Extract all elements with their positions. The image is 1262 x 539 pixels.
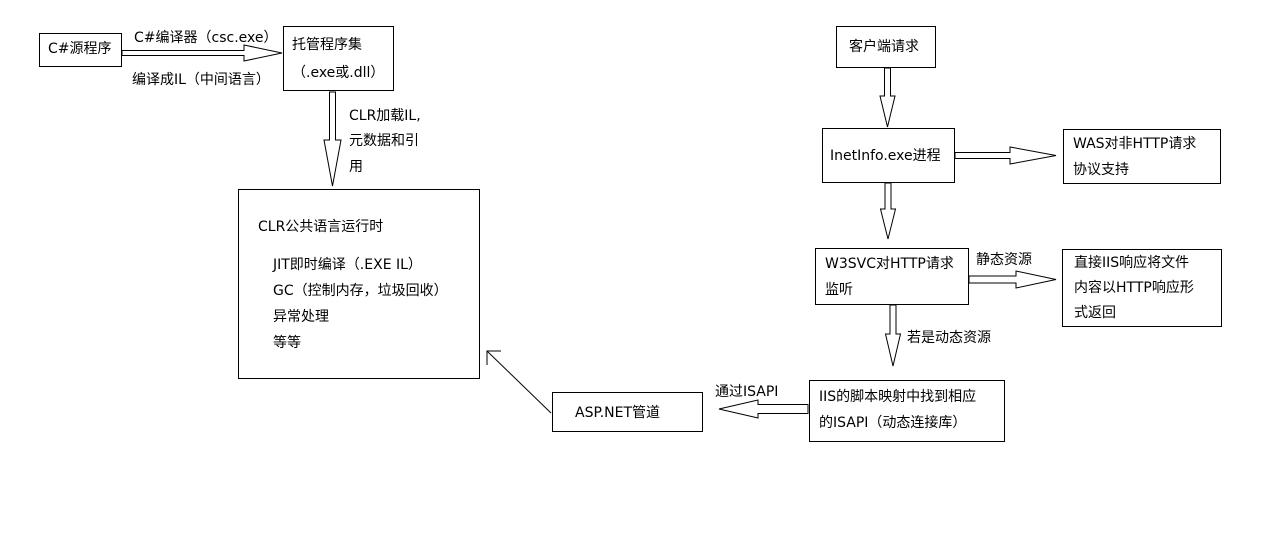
edge-label-via-isapi: 通过ISAPI: [715, 384, 779, 400]
node-iis-direct-line-3: 式返回: [1074, 305, 1116, 321]
node-clr-runtime-title: CLR公共语言运行时: [258, 219, 384, 235]
node-w3svc-line-2: 监听: [825, 282, 853, 298]
node-w3svc-line-1: W3SVC对HTTP请求: [825, 256, 954, 272]
arrow-w3svc-to-script-map: [884, 304, 902, 367]
arrow-source-to-assembly: [121, 44, 283, 62]
node-iis-direct-line-1: 直接IIS响应将文件: [1074, 255, 1190, 271]
node-iis-script-map-line-2: 的ISAPI（动态连接库）: [819, 415, 967, 431]
node-csharp-source: C#源程序: [39, 33, 122, 67]
node-managed-assembly: 托管程序集 （.exe或.dll）: [283, 26, 394, 91]
node-managed-assembly-line-2: （.exe或.dll）: [292, 65, 385, 81]
edge-label-clr-load-line-3: 用: [349, 159, 363, 175]
edge-label-compiler: C#编译器（csc.exe）: [134, 30, 278, 46]
node-was-line-1: WAS对非HTTP请求: [1073, 136, 1197, 152]
node-iis-script-map: IIS的脚本映射中找到相应 的ISAPI（动态连接库）: [809, 380, 1005, 442]
edge-label-static-resource: 静态资源: [976, 252, 1032, 268]
node-client-request: 客户端请求: [836, 26, 936, 68]
arrow-script-map-to-aspnet: [718, 399, 809, 419]
node-iis-direct-response: 直接IIS响应将文件 内容以HTTP响应形 式返回: [1062, 249, 1222, 327]
node-client-request-label: 客户端请求: [849, 39, 919, 55]
node-managed-assembly-line-1: 托管程序集: [292, 37, 362, 53]
node-inetinfo-label: InetInfo.exe进程: [830, 148, 941, 164]
arrow-w3svc-to-iis-direct: [968, 270, 1057, 289]
clr-item-gc: GC（控制内存，垃圾回收）: [273, 283, 448, 299]
node-inetinfo: InetInfo.exe进程: [822, 128, 955, 183]
node-was-line-2: 协议支持: [1073, 162, 1129, 178]
edge-label-compile-to-il: 编译成IL（中间语言）: [132, 72, 270, 88]
arrow-aspnet-to-clr-head: [486, 350, 501, 365]
clr-item-etc: 等等: [273, 335, 301, 351]
node-clr-runtime-items: JIT即时编译（.EXE IL） GC（控制内存，垃圾回收） 异常处理 等等: [273, 252, 448, 356]
edge-label-clr-load-line-2: 元数据和引: [349, 133, 419, 149]
clr-item-jit: JIT即时编译（.EXE IL）: [273, 257, 422, 273]
node-was: WAS对非HTTP请求 协议支持: [1063, 129, 1221, 184]
arrow-inetinfo-to-w3svc: [879, 182, 897, 240]
node-clr-runtime: CLR公共语言运行时 JIT即时编译（.EXE IL） GC（控制内存，垃圾回收…: [238, 189, 480, 379]
node-w3svc: W3SVC对HTTP请求 监听: [815, 248, 969, 305]
node-csharp-source-label: C#源程序: [48, 41, 112, 57]
edge-label-dynamic-resource: 若是动态资源: [907, 330, 991, 346]
node-aspnet-pipeline-label: ASP.NET管道: [575, 405, 661, 421]
edge-label-clr-load-line-1: CLR加载IL,: [349, 108, 421, 124]
arrow-inetinfo-to-was: [954, 146, 1057, 165]
clr-item-exception: 异常处理: [273, 309, 329, 325]
arrow-assembly-to-clr: [323, 91, 342, 187]
node-iis-script-map-line-1: IIS的脚本映射中找到相应: [819, 389, 977, 405]
arrow-client-to-inetinfo: [879, 67, 896, 128]
node-iis-direct-line-2: 内容以HTTP响应形: [1074, 280, 1194, 296]
node-aspnet-pipeline: ASP.NET管道: [552, 392, 703, 432]
arrow-aspnet-to-clr: [486, 350, 552, 414]
